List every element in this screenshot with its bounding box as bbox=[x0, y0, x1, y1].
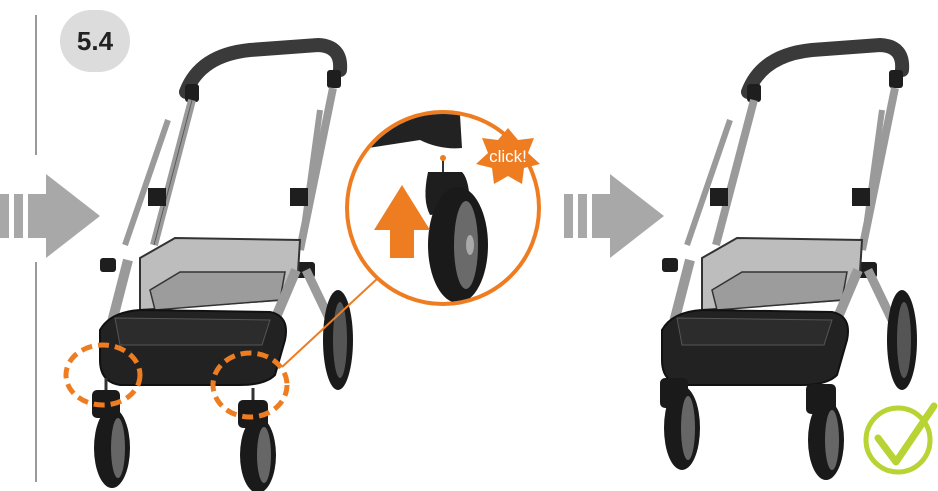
stroller-left bbox=[92, 45, 353, 491]
double-chevron-arrow-icon bbox=[0, 174, 100, 258]
click-label: click! bbox=[489, 147, 527, 166]
double-chevron-arrow-icon bbox=[564, 174, 664, 258]
check-mark-icon bbox=[866, 406, 934, 472]
